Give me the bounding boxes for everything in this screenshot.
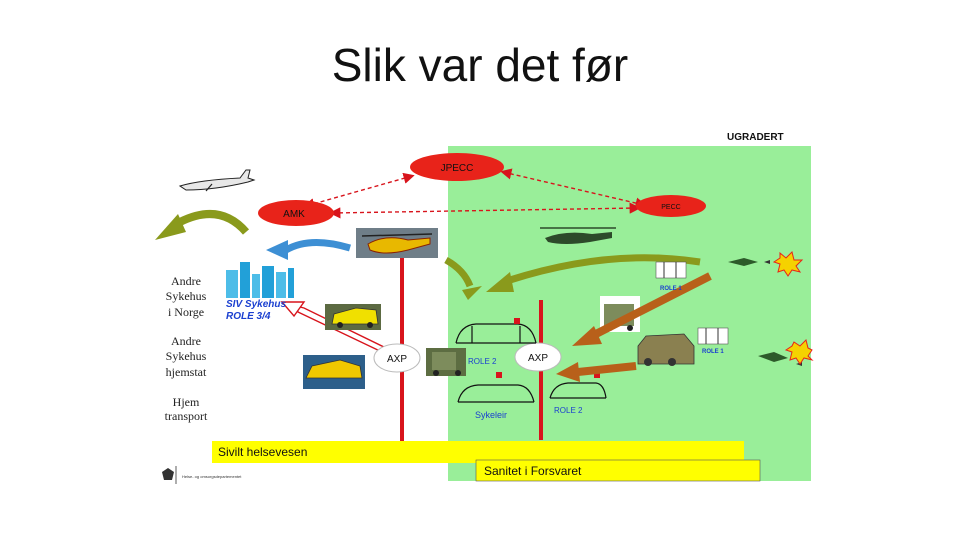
field-tent-lower: [457, 372, 535, 403]
svg-text:i Norge: i Norge: [168, 305, 204, 319]
olive-arrow-front: [508, 254, 701, 284]
pecc-label: PECC: [661, 204, 680, 211]
svg-text:Andre: Andre: [171, 334, 201, 348]
amk-label: AMK: [283, 209, 305, 220]
ambulance-car-icon: [325, 304, 381, 330]
jpecc-node: JPECC: [410, 153, 504, 181]
pecc-node: PECC: [636, 195, 706, 217]
sykeleir-label: Sykeleir: [475, 410, 507, 420]
explosion-lower-icon: [784, 339, 814, 365]
comm-jpecc-pecc: [500, 168, 647, 209]
other-hospitals-norway: Andre Sykehus i Norge: [166, 274, 207, 319]
svg-text:hjemstat: hjemstat: [166, 365, 207, 379]
ministry-logo-icon: [162, 466, 177, 484]
svg-text:AXP: AXP: [387, 354, 407, 365]
explosion-upper-icon: [772, 251, 804, 277]
brown-arrow-lower: [577, 362, 637, 376]
civil-health-label: Sivilt helsevesen: [218, 445, 307, 459]
soldier-upper-icon: [728, 258, 770, 266]
axp-right-node: AXP: [514, 342, 562, 372]
home-transport: Hjem transport: [165, 395, 208, 423]
military-medical-bar: [475, 459, 761, 482]
civilian-hospital-icon: [226, 262, 294, 298]
svg-text:transport: transport: [165, 409, 208, 423]
olive-arrow-to-axp: [444, 256, 474, 288]
slide-title: Slik var det før: [331, 39, 629, 91]
classification-label: UGRADERT: [727, 132, 784, 143]
role1-unit-b: ROLE 1: [697, 327, 729, 355]
role1-unit-a: ROLE 1: [655, 261, 687, 292]
military-helicopter-icon: [540, 227, 616, 244]
axp-left-node: AXP: [373, 343, 421, 373]
field-tent-right: [549, 372, 607, 399]
other-hospitals-home-state: Andre Sykehus hjemstat: [166, 334, 207, 379]
civil-health-bar: [212, 441, 744, 463]
ambulance-helicopter-icon: [356, 228, 438, 258]
jpecc-label: JPECC: [441, 163, 474, 174]
comm-jpecc-amk: [303, 172, 415, 210]
comm-amk-pecc: [329, 202, 641, 219]
olive-arrow-to-other-hospitals: [178, 210, 250, 235]
svg-text:ROLE 1: ROLE 1: [702, 349, 724, 355]
svg-text:AXP: AXP: [528, 353, 548, 364]
civilian-hospital-line2: ROLE 3/4: [226, 311, 271, 322]
military-ambulance-axp-icon: [426, 348, 466, 376]
amk-node: AMK: [258, 200, 334, 226]
svg-text:ROLE 1: ROLE 1: [660, 286, 682, 292]
military-medical-label: Sanitet i Forsvaret: [484, 464, 582, 478]
role2-label-a: ROLE 2: [468, 357, 497, 366]
ministry-logo-text: Helse- og omsorgsdepartementet: [182, 474, 242, 479]
svg-text:Hjem: Hjem: [173, 395, 200, 409]
svg-text:Andre: Andre: [171, 274, 201, 288]
civilian-hospital-line1: SIV Sykehus: [226, 299, 286, 310]
svg-text:Sykehus: Sykehus: [166, 349, 207, 363]
field-tent-upper: [455, 318, 537, 344]
brown-arrow-upper: [590, 272, 712, 340]
airplane-icon: [178, 169, 256, 192]
blue-arrow-to-hospital: [284, 238, 352, 254]
svg-text:Sykehus: Sykehus: [166, 289, 207, 303]
role2-label-b: ROLE 2: [554, 406, 583, 415]
armored-ambulance-icon: [637, 333, 695, 366]
ambulance-boat-icon: [303, 355, 365, 389]
